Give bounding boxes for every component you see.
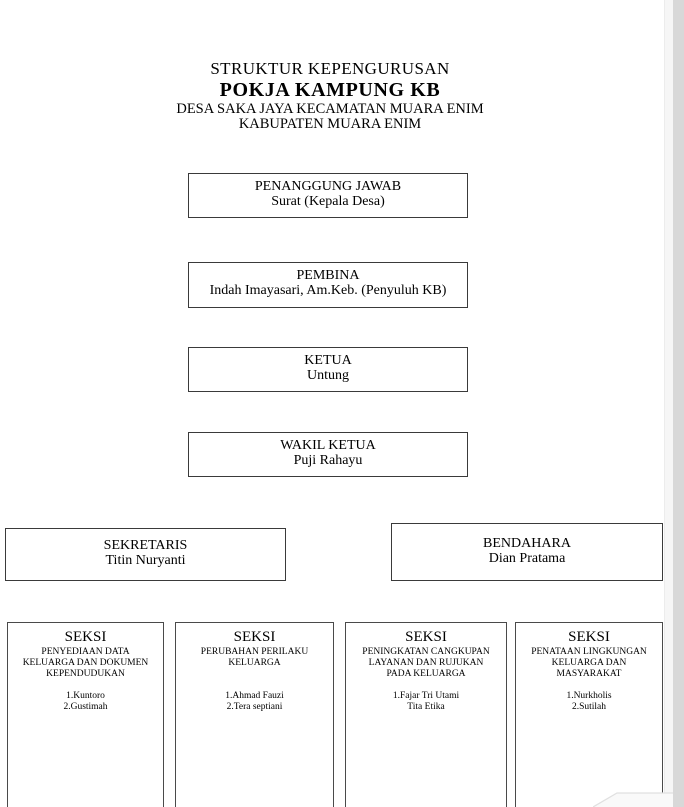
title-line-4: KABUPATEN MUARA ENIM — [238, 116, 422, 132]
orgbox-name: Dian Pratama — [488, 551, 566, 566]
orgbox-title: KETUA — [304, 353, 352, 368]
seksi-title: SEKSI — [405, 629, 447, 645]
scrollbar-track — [664, 0, 674, 807]
seksi-subtitle: PERUBAHAN PERILAKU KELUARGA — [200, 647, 309, 668]
orgbox-pembina: PEMBINA Indah Imayasari, Am.Keb. (Penyul… — [188, 262, 468, 308]
orgbox-name: Untung — [307, 368, 349, 383]
orgbox-title: BENDAHARA — [483, 536, 571, 551]
seksi-members: 1.Kuntoro 2.Gustimah — [63, 691, 108, 712]
orgbox-name: Indah Imayasari, Am.Keb. (Penyuluh KB) — [209, 283, 447, 298]
corner-widget[interactable] — [592, 792, 673, 807]
orgbox-seksi-penataan-lingkungan: SEKSI PENATAAN LINGKUNGAN KELUARGA DAN M… — [515, 622, 663, 807]
orgbox-title: PENANGGUNG JAWAB — [254, 179, 402, 194]
orgbox-bendahara: BENDAHARA Dian Pratama — [391, 523, 663, 581]
orgbox-title: WAKIL KETUA — [280, 438, 376, 453]
orgbox-name: Titin Nuryanti — [105, 553, 186, 568]
orgbox-title: PEMBINA — [296, 268, 360, 283]
seksi-members: 1.Fajar Tri Utami Tita Etika — [392, 691, 460, 712]
orgbox-seksi-penyediaan-data: SEKSI PENYEDIAAN DATA KELUARGA DAN DOKUM… — [7, 622, 164, 807]
seksi-title: SEKSI — [568, 629, 610, 645]
seksi-subtitle: PENYEDIAAN DATA KELUARGA DAN DOKUMEN KEP… — [22, 647, 149, 679]
seksi-title: SEKSI — [233, 629, 276, 645]
seksi-members: 1.Ahmad Fauzi 2.Tera septiani — [225, 691, 284, 712]
scrollbar-thumb[interactable] — [673, 0, 684, 807]
orgbox-seksi-peningkatan-cangkupan: SEKSI PENINGKATAN CANGKUPAN LAYANAN DAN … — [345, 622, 507, 807]
orgbox-name: Surat (Kepala Desa) — [271, 194, 385, 209]
orgbox-name: Puji Rahayu — [293, 453, 363, 468]
seksi-title: SEKSI — [64, 629, 107, 645]
title-line-1: STRUKTUR KEPENGURUSAN — [210, 59, 450, 78]
title-line-2: POKJA KAMPUNG KB — [219, 79, 441, 101]
seksi-members: 1.Nurkholis 2.Sutilah — [566, 691, 612, 712]
seksi-subtitle: PENATAAN LINGKUNGAN KELUARGA DAN MASYARA… — [531, 647, 647, 679]
orgbox-penanggung-jawab: PENANGGUNG JAWAB Surat (Kepala Desa) — [188, 173, 468, 218]
seksi-subtitle: PENINGKATAN CANGKUPAN LAYANAN DAN RUJUKA… — [362, 647, 490, 679]
orgbox-sekretaris: SEKRETARIS Titin Nuryanti — [5, 528, 286, 581]
orgbox-seksi-perubahan-perilaku: SEKSI PERUBAHAN PERILAKU KELUARGA 1.Ahma… — [175, 622, 334, 807]
orgbox-ketua: KETUA Untung — [188, 347, 468, 392]
document-title-block: STRUKTUR KEPENGURUSAN POKJA KAMPUNG KB D… — [0, 58, 660, 132]
orgbox-title: SEKRETARIS — [103, 538, 188, 553]
title-line-3: DESA SAKA JAYA KECAMATAN MUARA ENIM — [176, 101, 484, 117]
orgbox-wakil-ketua: WAKIL KETUA Puji Rahayu — [188, 432, 468, 477]
